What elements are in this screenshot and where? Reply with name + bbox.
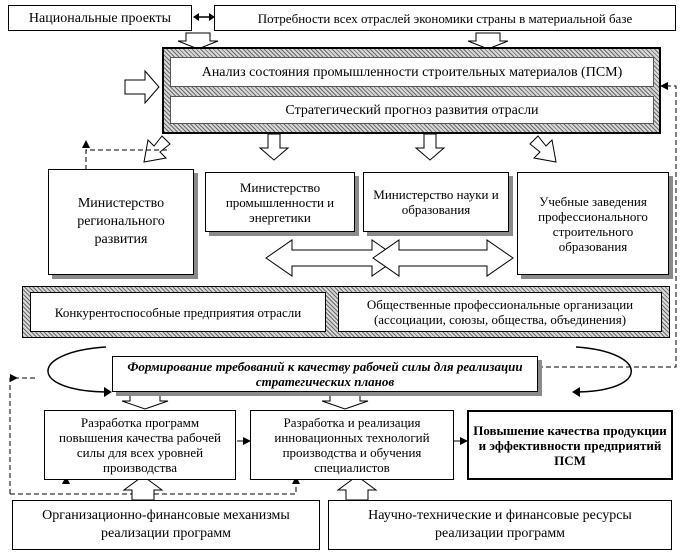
down-arrow-icon	[258, 133, 290, 161]
up-arrow-icon	[336, 475, 378, 501]
ministry-science-label: Министерство науки и образования	[373, 187, 499, 217]
program-innovation-box: Разработка и реализация инновационных те…	[250, 410, 454, 480]
national-projects-box: Национальные проекты	[8, 5, 192, 31]
up-arrow-icon	[122, 475, 164, 501]
ministry-regional-box: Министерство регионального развития	[48, 169, 194, 275]
right-arrow-icon	[124, 69, 160, 105]
competitive-enterprises-label: Конкурентоспособные предприятия отрасли	[54, 304, 302, 320]
down-arrow-icon	[121, 394, 169, 410]
analysis-state-label: Анализ состояния промышленности строител…	[201, 64, 623, 80]
ministry-industry-box: Министерство промышленности и энергетики	[205, 172, 355, 232]
program-development-box: Разработка программ повышения качества р…	[44, 410, 236, 480]
slant-arrow-icon	[143, 135, 171, 163]
public-orgs-box: Общественные профессиональные организаци…	[338, 292, 662, 332]
forecast-label: Стратегический прогноз развития отрасли	[285, 102, 539, 118]
requirements-box: Формирование требований к качеству рабоч…	[112, 356, 538, 392]
double-arrow-icon	[193, 13, 215, 21]
competitive-enterprises-box: Конкурентоспособные предприятия отрасли	[30, 292, 326, 332]
forecast-box: Стратегический прогноз развития отрасли	[170, 96, 654, 124]
down-arrow-icon	[414, 133, 446, 161]
schools-label: Учебные заведения профессионального стро…	[538, 193, 648, 254]
quality-label: Повышение качества продукции и эффективн…	[473, 422, 667, 468]
national-projects-label: Национальные проекты	[28, 10, 172, 26]
program-innovation-label: Разработка и реализация инновационных те…	[274, 415, 430, 475]
analysis-state-box: Анализ состояния промышленности строител…	[170, 57, 654, 87]
org-finance-label: Организационно-финансовые механизмы реал…	[42, 508, 290, 541]
double-arrow-icon	[372, 239, 514, 277]
dashed-feedback-line	[9, 377, 36, 494]
schools-box: Учебные заведения профессионального стро…	[517, 172, 669, 275]
down-arrow-icon	[321, 394, 369, 410]
ministry-regional-label: Министерство регионального развития	[77, 196, 165, 247]
dashed-feedback-line	[538, 85, 677, 368]
program-development-label: Разработка программ повышения качества р…	[58, 415, 221, 475]
quality-box: Повышение качества продукции и эффективн…	[467, 410, 673, 480]
needs-box: Потребности всех отраслей экономики стра…	[214, 5, 676, 31]
ministry-science-box: Министерство науки и образования	[363, 172, 509, 232]
org-finance-box: Организационно-финансовые механизмы реал…	[12, 500, 320, 550]
ministry-industry-label: Министерство промышленности и энергетики	[225, 179, 335, 225]
resources-label: Научно-технические и финансовые ресурсы …	[368, 508, 632, 541]
public-orgs-label: Общественные профессиональные организаци…	[366, 297, 634, 327]
curved-arrow-icon	[573, 346, 632, 393]
requirements-label: Формирование требований к качеству рабоч…	[127, 359, 523, 389]
resources-box: Научно-технические и финансовые ресурсы …	[328, 500, 672, 550]
down-arrow-icon	[177, 32, 219, 50]
down-arrow-icon	[467, 32, 509, 50]
needs-label: Потребности всех отраслей экономики стра…	[257, 10, 633, 26]
slant-arrow-icon	[529, 135, 557, 163]
dashed-feedback-line	[85, 149, 168, 170]
curved-arrow-icon	[47, 346, 111, 393]
